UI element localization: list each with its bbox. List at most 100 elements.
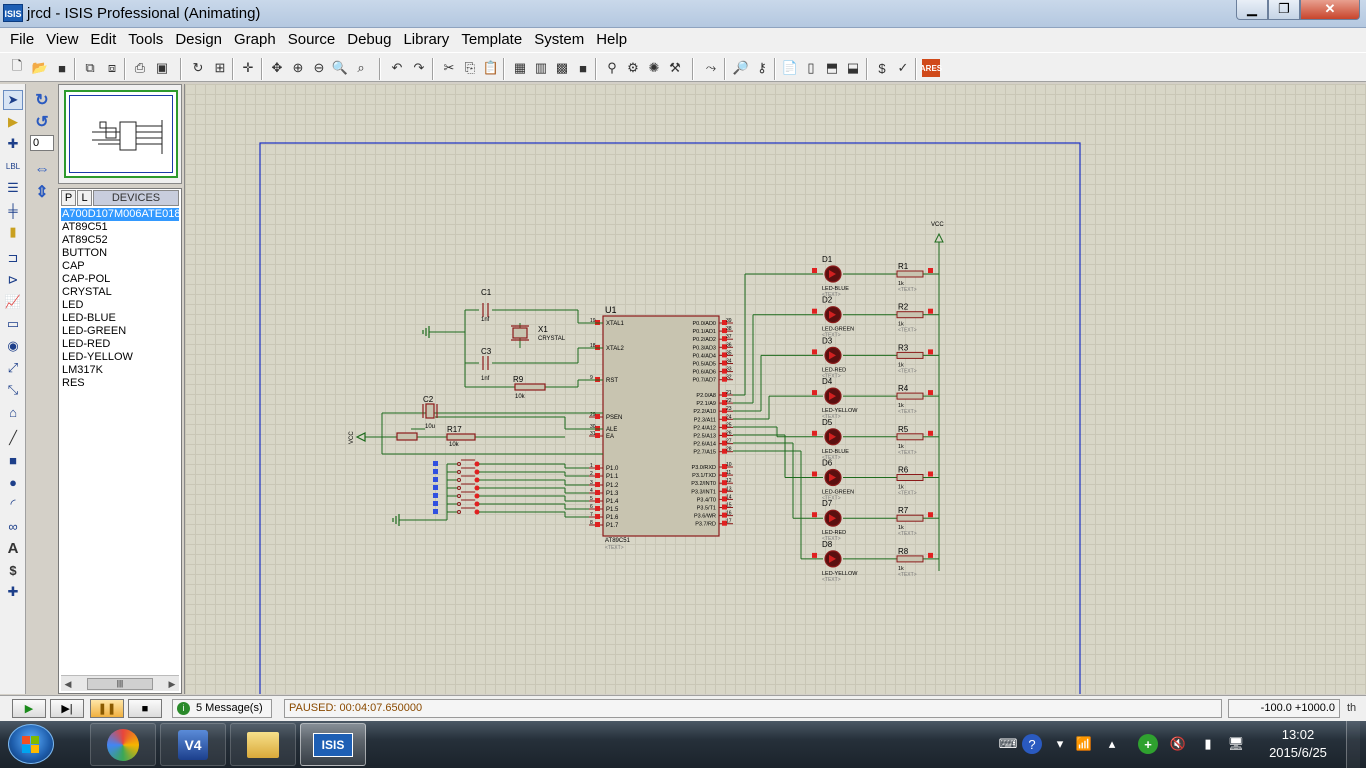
device-item[interactable]: AT89C52	[62, 234, 108, 246]
virtual-instruments-icon[interactable]: ⌂	[9, 404, 17, 420]
pause-button[interactable]: ❚❚	[90, 699, 124, 718]
menu-source[interactable]: Source	[287, 31, 336, 48]
redo-icon[interactable]: ↷	[413, 60, 425, 75]
text-script-icon[interactable]: ☰	[7, 180, 19, 195]
zoom-in-icon[interactable]: ⊕	[292, 60, 304, 75]
device-item[interactable]: LM317K	[62, 364, 103, 376]
property-assignment-icon[interactable]: ⚷	[757, 60, 767, 75]
show-desktop-button[interactable]	[1346, 721, 1360, 768]
device-item[interactable]: LED-YELLOW	[62, 351, 133, 363]
menu-tools[interactable]: Tools	[128, 31, 164, 48]
mirror-horizontal-icon[interactable]: ⇔	[34, 161, 50, 178]
menu-help[interactable]: Help	[596, 31, 628, 48]
wire-label-icon[interactable]: LBL	[5, 161, 21, 171]
graph-icon[interactable]: 📈	[4, 294, 22, 309]
rotate-clockwise-icon[interactable]: ↻	[35, 92, 49, 109]
search-tag-icon[interactable]: 🔎	[732, 60, 750, 75]
device-item[interactable]: CAP	[62, 260, 85, 272]
device-item[interactable]: CRYSTAL	[62, 286, 112, 298]
resistor-body[interactable]	[896, 514, 924, 522]
overview-window[interactable]	[58, 84, 182, 184]
device-item[interactable]: LED	[62, 299, 84, 311]
device-item[interactable]: LED-RED	[62, 338, 111, 350]
netlist-to-ares-icon[interactable]: ARES	[920, 59, 942, 77]
volume-icon[interactable]: 🔇	[1169, 736, 1187, 751]
generator-icon[interactable]: ◉	[7, 338, 19, 353]
step-button[interactable]: ▶|	[50, 699, 84, 718]
copy-icon[interactable]: ⎘	[464, 60, 476, 75]
scroll-thumb[interactable]: |||	[87, 678, 153, 690]
taskbar-explorer[interactable]	[230, 723, 296, 766]
save-icon[interactable]: ■	[58, 60, 66, 76]
taskbar-keil[interactable]: V4	[160, 723, 226, 766]
scroll-left-icon[interactable]: ◀	[64, 679, 72, 689]
tray-arrow-icon[interactable]: ▾	[1056, 736, 1064, 751]
remove-sheet-icon[interactable]: ▯	[807, 60, 815, 75]
box-icon[interactable]: ■	[9, 452, 17, 468]
print-area-icon[interactable]: ▣	[155, 60, 169, 75]
buses-icon[interactable]: ╪	[8, 202, 18, 218]
system-clock[interactable]: 13:02 2015/6/25	[1262, 726, 1334, 762]
make-device-icon[interactable]: ⚙	[627, 60, 639, 75]
taskbar-isis[interactable]: ISIS	[300, 723, 366, 766]
close-button[interactable]: ✕	[1300, 0, 1360, 20]
resistor-body[interactable]	[896, 392, 924, 400]
mirror-vertical-icon[interactable]: ⇕	[35, 184, 49, 201]
block-move-icon[interactable]: ▥	[534, 60, 548, 75]
library-manager-button[interactable]: L	[77, 190, 92, 206]
wifi-icon[interactable]: 📶	[1075, 736, 1093, 751]
export-section-icon[interactable]: ⧈	[107, 60, 117, 75]
resistor-body[interactable]	[896, 433, 924, 441]
new-file-icon[interactable]: 🗋	[11, 58, 23, 73]
keyboard-icon[interactable]: ⌨	[998, 736, 1018, 751]
tape-recorder-icon[interactable]: ▭	[6, 316, 20, 331]
menu-edit[interactable]: Edit	[90, 31, 117, 48]
device-item[interactable]: CAP-POL	[62, 273, 111, 285]
import-section-icon[interactable]: ⧉	[85, 60, 95, 75]
redraw-icon[interactable]: ↻	[192, 60, 204, 75]
pick-devices-button[interactable]: P	[61, 190, 76, 206]
rotate-anticlockwise-icon[interactable]: ↺	[35, 114, 49, 131]
electrical-rules-check-icon[interactable]: ✓	[897, 60, 909, 75]
wire-autorouter-icon[interactable]: ⤳	[705, 60, 717, 75]
device-item[interactable]: LED-GREEN	[62, 325, 127, 337]
scroll-right-icon[interactable]: ▶	[168, 679, 176, 689]
stop-button[interactable]: ■	[128, 699, 162, 718]
cut-icon[interactable]: ✂	[443, 60, 455, 75]
menu-system[interactable]: System	[534, 31, 585, 48]
paste-icon[interactable]: 📋	[482, 60, 500, 75]
maximize-button[interactable]: ❐	[1268, 0, 1300, 20]
zoom-all-icon[interactable]: 🔍	[331, 60, 349, 75]
rotation-angle-input[interactable]: 0	[30, 135, 54, 151]
selection-mode-icon[interactable]: ➤	[3, 90, 23, 110]
print-icon[interactable]: ⎙	[134, 60, 146, 75]
symbol-icon[interactable]: $	[9, 562, 17, 578]
device-pins-icon[interactable]: ⊳	[7, 272, 19, 287]
circle-icon[interactable]: ●	[9, 474, 17, 490]
arc-icon[interactable]: ◜	[10, 496, 16, 511]
block-copy-icon[interactable]: ▦	[513, 60, 527, 75]
help-icon[interactable]: ?	[1022, 734, 1042, 754]
junction-dot-icon[interactable]: ✚	[7, 136, 19, 151]
packaging-tool-icon[interactable]: ✺	[648, 60, 660, 75]
line-icon[interactable]: ╱	[9, 430, 17, 445]
decompose-icon[interactable]: ⚒	[669, 60, 681, 75]
open-folder-icon[interactable]: 📂	[31, 60, 49, 75]
bill-of-materials-icon[interactable]: $	[878, 60, 886, 76]
menu-file[interactable]: File	[10, 31, 35, 48]
grid-icon[interactable]: ⊞	[214, 60, 226, 75]
battery-icon[interactable]: ▮	[1204, 736, 1212, 751]
block-rotate-icon[interactable]: ▩	[555, 60, 569, 75]
device-item[interactable]: RES	[62, 377, 85, 389]
start-button[interactable]	[8, 724, 54, 764]
exit-to-parent-icon[interactable]: ⬓	[846, 60, 860, 75]
zoom-area-icon[interactable]: ⌕	[357, 60, 365, 75]
new-sheet-icon[interactable]: 📄	[781, 60, 799, 75]
device-item[interactable]: BUTTON	[62, 247, 108, 259]
menu-graph[interactable]: Graph	[234, 31, 276, 48]
device-item[interactable]: AT89C51	[62, 221, 108, 233]
